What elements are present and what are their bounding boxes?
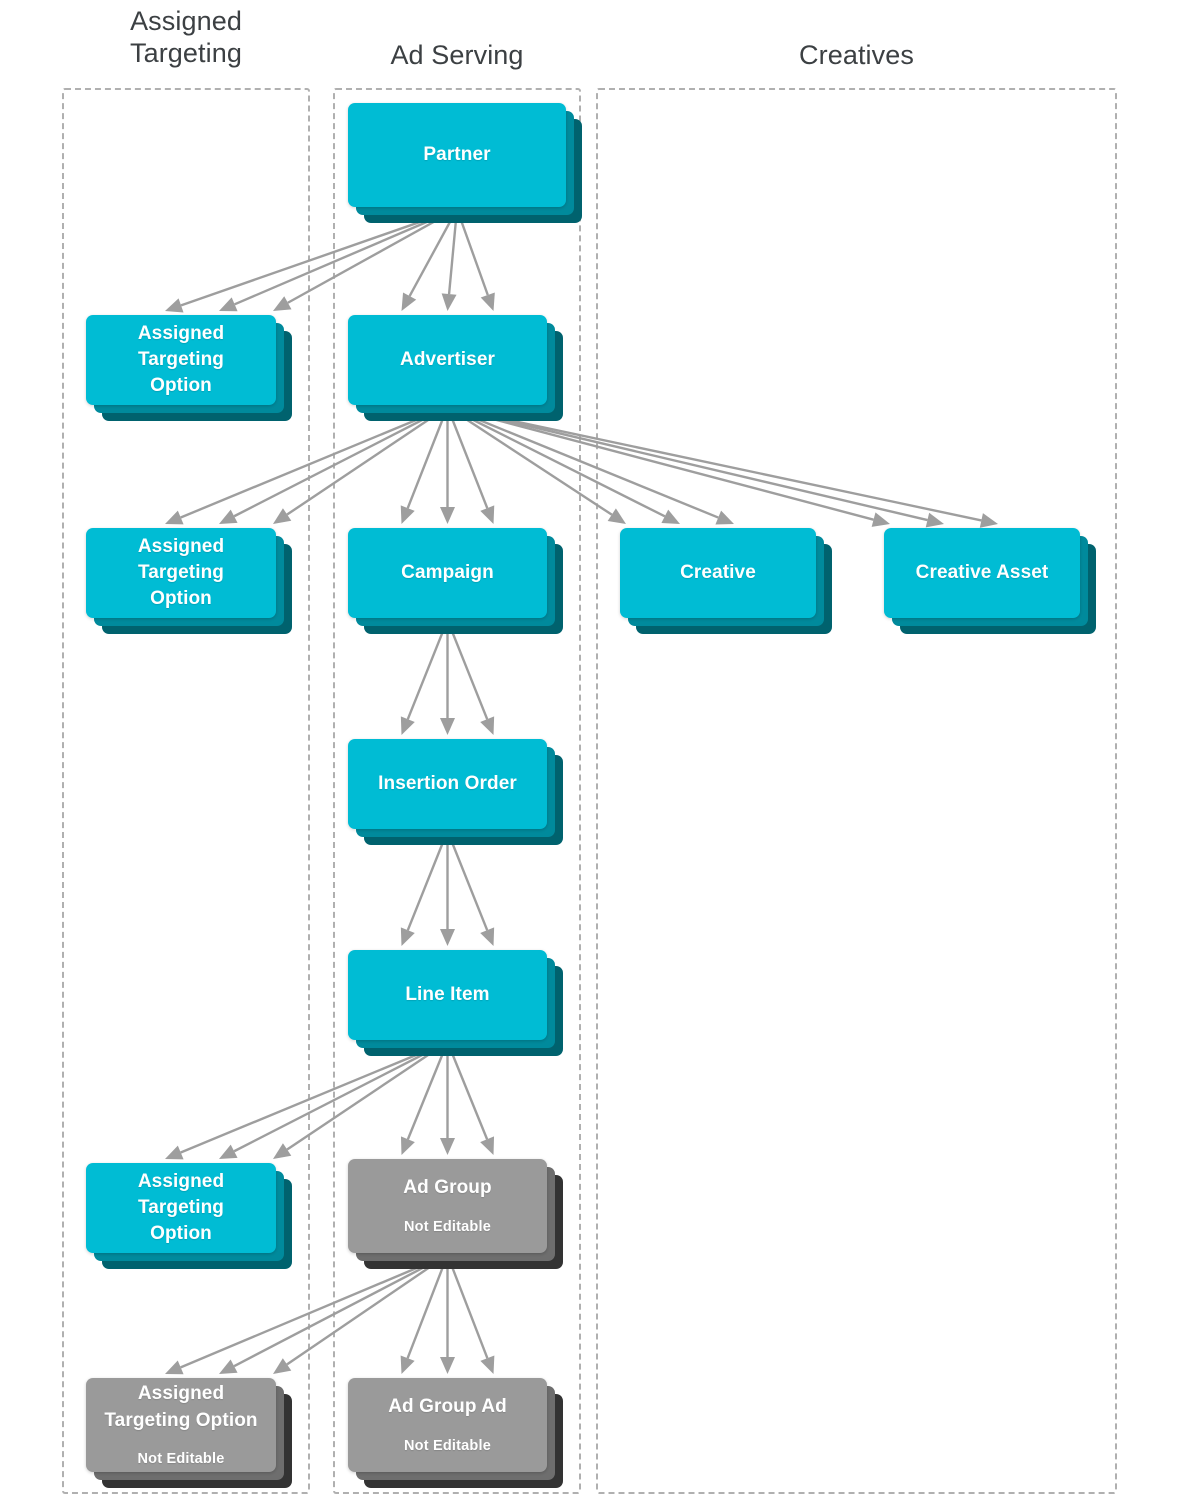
- node-line-item[interactable]: Line Item: [348, 950, 563, 1056]
- node-card[interactable]: Line Item: [348, 950, 547, 1040]
- column-header-ad-serving: Ad Serving: [390, 40, 524, 70]
- node-title: Assigned Targeting Option: [137, 322, 225, 397]
- node-subtitle: Not Editable: [137, 1450, 225, 1467]
- node-assigned-targeting-option-advertiser[interactable]: Assigned Targeting Option: [86, 528, 292, 634]
- column-region-assigned-targeting: [62, 88, 310, 1494]
- node-title: Ad Group Ad: [388, 1396, 507, 1418]
- node-card[interactable]: Ad Group Ad Not Editable: [348, 1378, 547, 1472]
- node-subtitle: Not Editable: [404, 1437, 491, 1454]
- node-title: Assigned Targeting Option: [104, 1383, 258, 1431]
- node-card[interactable]: Advertiser: [348, 315, 547, 405]
- node-card[interactable]: Insertion Order: [348, 739, 547, 829]
- node-assigned-targeting-option-partner[interactable]: Assigned Targeting Option: [86, 315, 292, 421]
- node-title: Insertion Order: [378, 772, 517, 794]
- node-card[interactable]: Creative Asset: [884, 528, 1080, 618]
- node-card[interactable]: Partner: [348, 103, 566, 207]
- column-region-ad-serving: [333, 88, 581, 1494]
- node-title: Assigned Targeting Option: [137, 1170, 225, 1245]
- node-title: Advertiser: [400, 348, 495, 370]
- node-campaign[interactable]: Campaign: [348, 528, 563, 634]
- node-card[interactable]: Assigned Targeting Option: [86, 1163, 276, 1253]
- node-advertiser[interactable]: Advertiser: [348, 315, 563, 421]
- column-header-creatives: Creatives: [799, 40, 914, 70]
- node-creative-asset[interactable]: Creative Asset: [884, 528, 1096, 634]
- node-title: Partner: [423, 143, 491, 165]
- node-creative[interactable]: Creative: [620, 528, 832, 634]
- node-title: Campaign: [401, 561, 494, 583]
- node-subtitle: Not Editable: [404, 1218, 491, 1235]
- node-insertion-order[interactable]: Insertion Order: [348, 739, 563, 845]
- node-title: Assigned Targeting Option: [137, 535, 225, 610]
- node-title: Creative: [680, 561, 756, 583]
- node-title: Ad Group: [403, 1177, 492, 1199]
- node-title: Creative Asset: [915, 561, 1049, 583]
- node-partner[interactable]: Partner: [348, 103, 582, 223]
- node-assigned-targeting-option-line-item[interactable]: Assigned Targeting Option: [86, 1163, 292, 1269]
- node-card[interactable]: Assigned Targeting Option: [86, 528, 276, 618]
- node-ad-group-ad[interactable]: Ad Group Ad Not Editable: [348, 1378, 563, 1488]
- node-card[interactable]: Campaign: [348, 528, 547, 618]
- column-region-creatives: [596, 88, 1117, 1494]
- node-title: Line Item: [405, 983, 490, 1005]
- column-header-assigned-targeting: Assigned Targeting: [130, 6, 242, 68]
- node-card[interactable]: Creative: [620, 528, 816, 618]
- node-card[interactable]: Assigned Targeting Option: [86, 315, 276, 405]
